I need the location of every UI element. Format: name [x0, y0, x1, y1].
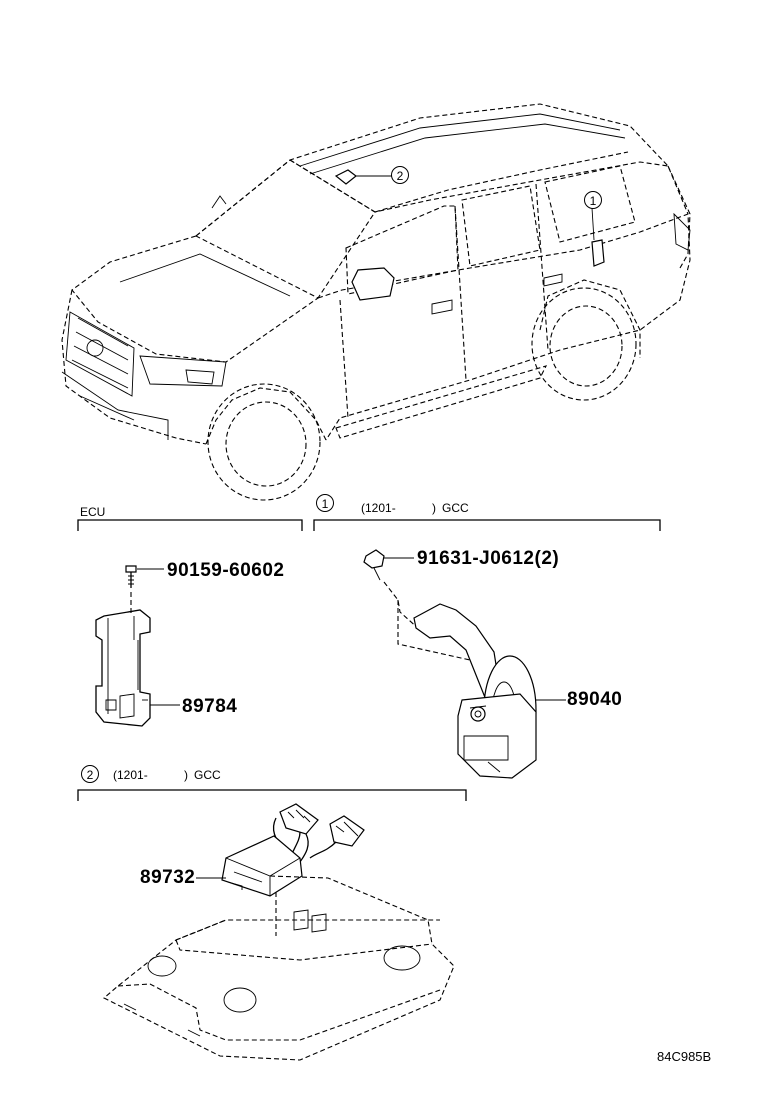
ecu-bracket-drawing: [95, 609, 151, 727]
section-range-close: ): [184, 768, 188, 782]
section-market: GCC: [442, 501, 469, 515]
callout-2-circle: 2: [391, 166, 409, 184]
vehicle-illustration: [61, 103, 691, 501]
horn-drawing: [413, 603, 537, 779]
horn-bolt-drawing: [363, 549, 385, 581]
overhead-console-drawing: [103, 875, 455, 1061]
figure-code: 84C985B: [657, 1049, 712, 1064]
section-market: GCC: [194, 768, 221, 782]
section-range-open: (1201-: [361, 501, 396, 515]
section-range-close: ): [432, 501, 436, 515]
part-number-ecu-bracket: 89784: [182, 696, 238, 717]
part-number-overhead-module: 89732: [140, 867, 196, 888]
section-callout-2: 2: [81, 765, 99, 783]
part-number-horn: 89040: [567, 689, 623, 710]
part-number-ecu-bolt: 90159-60602: [167, 560, 285, 581]
part-number-horn-bolt: 91631-J0612(2): [417, 548, 560, 569]
overhead-module-drawing: [221, 803, 365, 897]
section-title-ecu: ECU: [80, 505, 106, 519]
section-callout-1: 1: [316, 494, 334, 512]
callout-1-circle: 1: [584, 191, 602, 209]
section-range-open: (1201-: [113, 768, 148, 782]
ecu-bolt-drawing: [125, 565, 137, 588]
